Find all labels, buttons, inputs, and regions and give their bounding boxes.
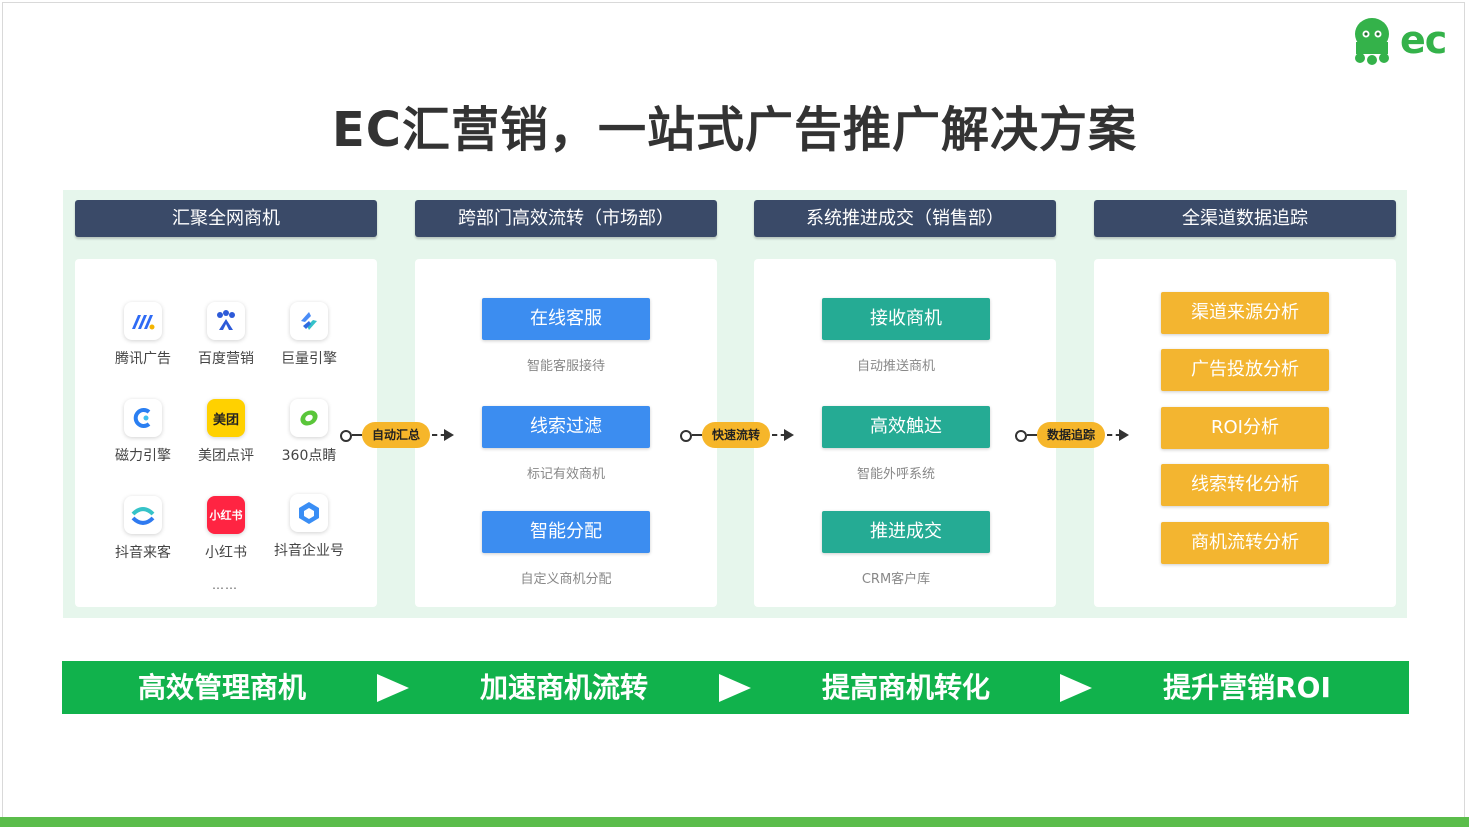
- source-douyin-enterprise: 抖音企业号: [269, 494, 349, 560]
- column-header-sources: 汇聚全网商机: [75, 200, 377, 237]
- connector-dash: [1027, 434, 1037, 436]
- source-label: 百度营销: [198, 351, 254, 367]
- play-arrow-icon: [377, 674, 409, 702]
- connector-dash: [1107, 434, 1121, 436]
- meituan-icon-text: 美团: [212, 412, 239, 428]
- play-arrow-icon: [1060, 674, 1092, 702]
- connector-dash: [692, 434, 702, 436]
- oceanengine-icon: [290, 302, 328, 340]
- ec-logo: ec: [1350, 14, 1454, 68]
- baidu-icon: [207, 302, 245, 340]
- connector-dash: [772, 434, 786, 436]
- smart-assign-desc: 自定义商机分配: [520, 572, 612, 587]
- source-label: 抖音企业号: [274, 543, 344, 559]
- receive-leads-desc: 自动推送商机: [856, 359, 935, 374]
- source-label: 腾讯广告: [115, 351, 171, 367]
- page-title: EC汇营销，一站式广告推广解决方案: [331, 102, 1138, 158]
- meituan-icon: 美团: [207, 399, 245, 437]
- close-deal-button[interactable]: 推进成交: [822, 511, 990, 553]
- online-service-desc: 智能客服接待: [526, 359, 605, 374]
- douyin-laike-icon: [124, 496, 162, 534]
- bottom-accent-line: [0, 817, 1469, 827]
- logo-text: ec: [1400, 18, 1447, 62]
- 360-icon: [290, 399, 328, 437]
- source-360: 360点睛: [269, 399, 349, 465]
- source-baidu: 百度营销: [186, 302, 266, 368]
- efficient-reach-desc: 智能外呼系统: [856, 467, 935, 482]
- close-deal-desc: CRM客户库: [861, 572, 931, 587]
- connector-start-dot: [1015, 430, 1027, 442]
- connector-start-dot: [680, 430, 692, 442]
- octopus-icon: [1355, 18, 1389, 65]
- arrow-right-icon: [444, 429, 454, 441]
- online-service-button[interactable]: 在线客服: [482, 298, 650, 340]
- roi-analysis-button[interactable]: ROI分析: [1161, 407, 1329, 449]
- source-label: 磁力引擎: [115, 448, 171, 464]
- connector-pill: 快速流转: [702, 422, 770, 448]
- source-douyin-laike: 抖音来客: [103, 496, 183, 562]
- smart-assign-button[interactable]: 智能分配: [482, 511, 650, 553]
- receive-leads-button[interactable]: 接收商机: [822, 298, 990, 340]
- xiaohongshu-icon-text: 小红书: [209, 509, 243, 522]
- connector-fast-flow: 快速流转: [680, 422, 800, 448]
- benefits-bar: 高效管理商机 加速商机流转 提高商机转化 提升营销ROI: [62, 661, 1409, 714]
- connector-start-dot: [340, 430, 352, 442]
- connector-auto-aggregate: 自动汇总: [340, 422, 460, 448]
- benefit-item: 加速商机流转: [479, 671, 648, 704]
- lead-filter-desc: 标记有效商机: [526, 467, 605, 482]
- source-label: 360点睛: [281, 448, 337, 464]
- connector-dash: [432, 434, 446, 436]
- benefit-item: 提升营销ROI: [1163, 671, 1331, 704]
- arrow-right-icon: [1119, 429, 1129, 441]
- efficient-reach-button[interactable]: 高效触达: [822, 406, 990, 448]
- connector-dash: [352, 434, 362, 436]
- source-meituan: 美团 美团点评: [186, 399, 266, 465]
- connector-pill: 自动汇总: [362, 422, 430, 448]
- ad-delivery-analysis-button[interactable]: 广告投放分析: [1161, 349, 1329, 391]
- source-label: 美团点评: [198, 448, 254, 464]
- kuaishou-icon: [124, 399, 162, 437]
- douyin-enterprise-icon: [290, 494, 328, 532]
- column-header-sales: 系统推进成交（销售部）: [754, 200, 1056, 237]
- source-label: 抖音来客: [115, 545, 171, 561]
- benefit-item: 提高商机转化: [821, 671, 990, 704]
- source-label: 巨量引擎: [281, 351, 337, 367]
- connector-pill: 数据追踪: [1037, 422, 1105, 448]
- lead-filter-button[interactable]: 线索过滤: [482, 406, 650, 448]
- lead-conversion-analysis-button[interactable]: 线索转化分析: [1161, 464, 1329, 506]
- connector-data-tracking: 数据追踪: [1015, 422, 1135, 448]
- source-oceanengine: 巨量引擎: [269, 302, 349, 368]
- source-kuaishou: 磁力引擎: [103, 399, 183, 465]
- column-header-market: 跨部门高效流转（市场部）: [415, 200, 717, 237]
- column-header-analysis: 全渠道数据追踪: [1094, 200, 1396, 237]
- play-arrow-icon: [719, 674, 751, 702]
- source-tencent-ads: 腾讯广告: [103, 302, 183, 368]
- arrow-right-icon: [784, 429, 794, 441]
- benefit-item: 高效管理商机: [137, 671, 306, 704]
- more-sources-ellipsis: ……: [212, 578, 238, 592]
- tencent-ads-icon: [124, 302, 162, 340]
- xiaohongshu-icon: 小红书: [207, 496, 245, 534]
- channel-source-analysis-button[interactable]: 渠道来源分析: [1161, 292, 1329, 334]
- opportunity-flow-analysis-button[interactable]: 商机流转分析: [1161, 522, 1329, 564]
- source-label: 小红书: [205, 545, 247, 561]
- source-xiaohongshu: 小红书 小红书: [186, 496, 266, 562]
